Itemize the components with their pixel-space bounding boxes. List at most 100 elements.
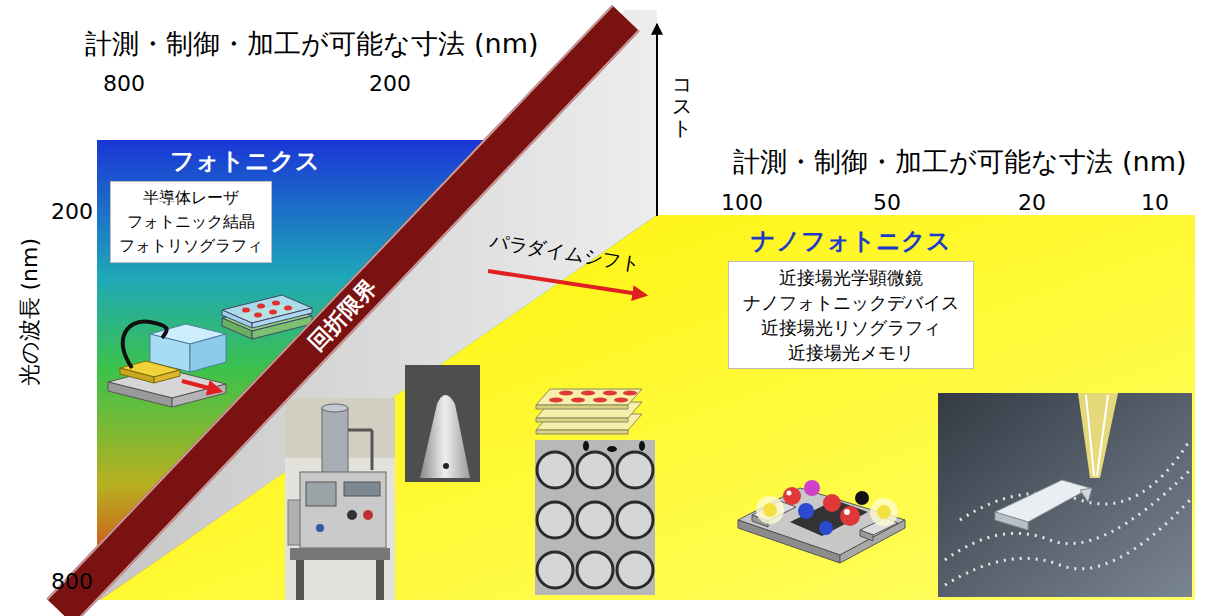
microscope-photo-part xyxy=(322,408,348,474)
list-item: 半導体レーザ xyxy=(119,186,263,210)
nanophotonic-device-illustration-part xyxy=(787,491,792,496)
nanophotonic-device-illustration-part xyxy=(855,491,869,505)
photonic-crystal-illustration-part xyxy=(222,310,252,328)
axis-tick: 800 xyxy=(51,569,93,595)
near-field-probe-illustration-part xyxy=(960,440,1190,520)
nanophotonic-device-illustration-part xyxy=(783,487,801,505)
axis-tick: 20 xyxy=(1018,190,1046,216)
nanophotonic-device-illustration-part xyxy=(738,488,905,555)
nanophotonic-device-illustration-part xyxy=(804,480,820,496)
stacked-memory-layers-part xyxy=(623,391,637,396)
nanophotonic-device-illustration-part xyxy=(877,505,891,519)
near-field-probe-illustration-part xyxy=(995,480,1090,522)
axis-title: コスト xyxy=(672,73,692,139)
laser-illustration-part xyxy=(190,334,226,372)
nanophotonic-device-illustration-part xyxy=(844,509,850,515)
photonic-crystal-illustration-part xyxy=(269,310,277,315)
stacked-memory-layers-part xyxy=(581,391,595,396)
paradigm-shift-arrow xyxy=(488,271,645,295)
stacked-memory-layers-part xyxy=(559,391,573,396)
memory-pattern-micrograph-part xyxy=(537,552,573,588)
photonic-crystal-illustration-part xyxy=(252,308,312,328)
paradigm-shift-arrow-part xyxy=(488,271,645,295)
memory-pattern-micrograph-part xyxy=(607,446,617,452)
microscope-photo-part xyxy=(300,472,386,548)
probe-tip-micrograph xyxy=(405,365,480,482)
memory-pattern-micrograph-part xyxy=(583,441,589,451)
cost-axis-arrow-part xyxy=(656,24,658,216)
stacked-memory-layers-part xyxy=(614,398,628,403)
near-field-probe-illustration-part xyxy=(995,512,1028,530)
microscope-photo-part xyxy=(290,548,390,560)
axis-title: 計測・制御・加工が可能な寸法 (nm) xyxy=(85,28,538,60)
field-panel: ナノフォトニクス近接場光学顕微鏡ナノフォトニックデバイス近接場光リソグラフィ近接… xyxy=(728,226,974,369)
axis-tick: 100 xyxy=(721,190,763,216)
stacked-memory-layers-part xyxy=(536,418,628,422)
stacked-memory-layers-part xyxy=(603,391,617,396)
stacked-memory-layers-part xyxy=(571,398,585,403)
diffraction-limit-band: 回折限界 xyxy=(46,5,639,616)
probe-tip-micrograph-part xyxy=(443,463,449,469)
item-list-box: 近接場光学顕微鏡ナノフォトニックデバイス近接場光リソグラフィ近接場光メモリ xyxy=(728,261,974,369)
shift-label: パラダイムシフト xyxy=(488,229,642,275)
microscope-photo-part xyxy=(344,482,380,496)
axis-title: 光の波長 (nm) xyxy=(17,238,43,387)
axis-title: 計測・制御・加工が可能な寸法 (nm) xyxy=(733,146,1186,178)
memory-pattern-micrograph-part xyxy=(577,452,613,488)
photonic-crystal-illustration-part xyxy=(272,301,280,306)
memory-pattern-micrograph-part xyxy=(537,452,573,488)
photonic-crystal-illustration-part xyxy=(254,313,262,318)
memory-pattern-micrograph-part xyxy=(577,502,613,538)
memory-pattern-micrograph-part xyxy=(537,502,573,538)
microscope-photo-part xyxy=(322,404,348,412)
laser-illustration xyxy=(108,321,226,407)
microscope-photo-part xyxy=(296,560,304,600)
nanophotonic-device-illustration-part xyxy=(823,494,841,512)
axis-tick: 50 xyxy=(873,190,901,216)
stacked-memory-layers-part xyxy=(593,398,607,403)
near-field-probe-illustration-part xyxy=(938,393,1192,597)
microscope-photo xyxy=(285,398,395,600)
probe-tip-micrograph-part xyxy=(405,365,480,482)
list-item: ナノフォトニックデバイス xyxy=(743,290,959,315)
field-heading: ナノフォトニクス xyxy=(728,226,974,257)
stacked-memory-layers-part xyxy=(536,389,642,405)
nanophotonic-device-illustration-part xyxy=(738,520,840,563)
near-field-probe-illustration-part xyxy=(945,500,1190,585)
memory-pattern-micrograph-part xyxy=(535,440,655,595)
stacked-memory-layers-part xyxy=(536,430,628,434)
nanophotonic-device-illustration-part xyxy=(840,506,860,526)
nanophotonic-device-illustration-part xyxy=(860,530,873,541)
microscope-photo-part xyxy=(376,560,384,600)
nanophotonic-device-illustration-part xyxy=(870,498,898,526)
cost-axis-arrow xyxy=(657,24,658,216)
near-field-probe-illustration-part xyxy=(1080,488,1092,502)
near-field-probe-illustration-part xyxy=(945,470,1190,560)
list-item: 近接場光メモリ xyxy=(743,340,959,365)
memory-pattern-micrograph-part xyxy=(617,452,653,488)
axis-tick: 800 xyxy=(103,71,145,97)
memory-pattern-micrograph-part xyxy=(639,441,645,451)
photonic-crystal-illustration-part xyxy=(257,304,265,309)
memory-pattern-micrograph xyxy=(535,440,655,595)
microscope-photo-part xyxy=(371,430,374,470)
near-field-probe-illustration-part xyxy=(1086,395,1094,476)
photonic-crystal-illustration-part xyxy=(242,308,250,313)
nanophotonic-device-illustration-part xyxy=(763,503,777,517)
list-item: 近接場光学顕微鏡 xyxy=(743,265,959,290)
axis-tick: 10 xyxy=(1141,190,1169,216)
probe-tip-micrograph-part xyxy=(420,395,470,478)
laser-illustration-part xyxy=(154,370,180,383)
microscope-photo-part xyxy=(306,482,336,506)
photonic-crystal-illustration-part xyxy=(284,306,292,311)
microscope-photo-part xyxy=(347,510,357,520)
field-panel: フォトニクス半導体レーザフォトニック結晶フォトリソグラフィ xyxy=(110,146,320,263)
axis-tick: 200 xyxy=(369,71,411,97)
stacked-memory-layers xyxy=(536,389,642,434)
laser-illustration-part xyxy=(120,368,154,383)
laser-illustration-part xyxy=(123,321,167,368)
stacked-memory-layers-part xyxy=(549,398,563,403)
axis-tick: 200 xyxy=(51,199,93,225)
